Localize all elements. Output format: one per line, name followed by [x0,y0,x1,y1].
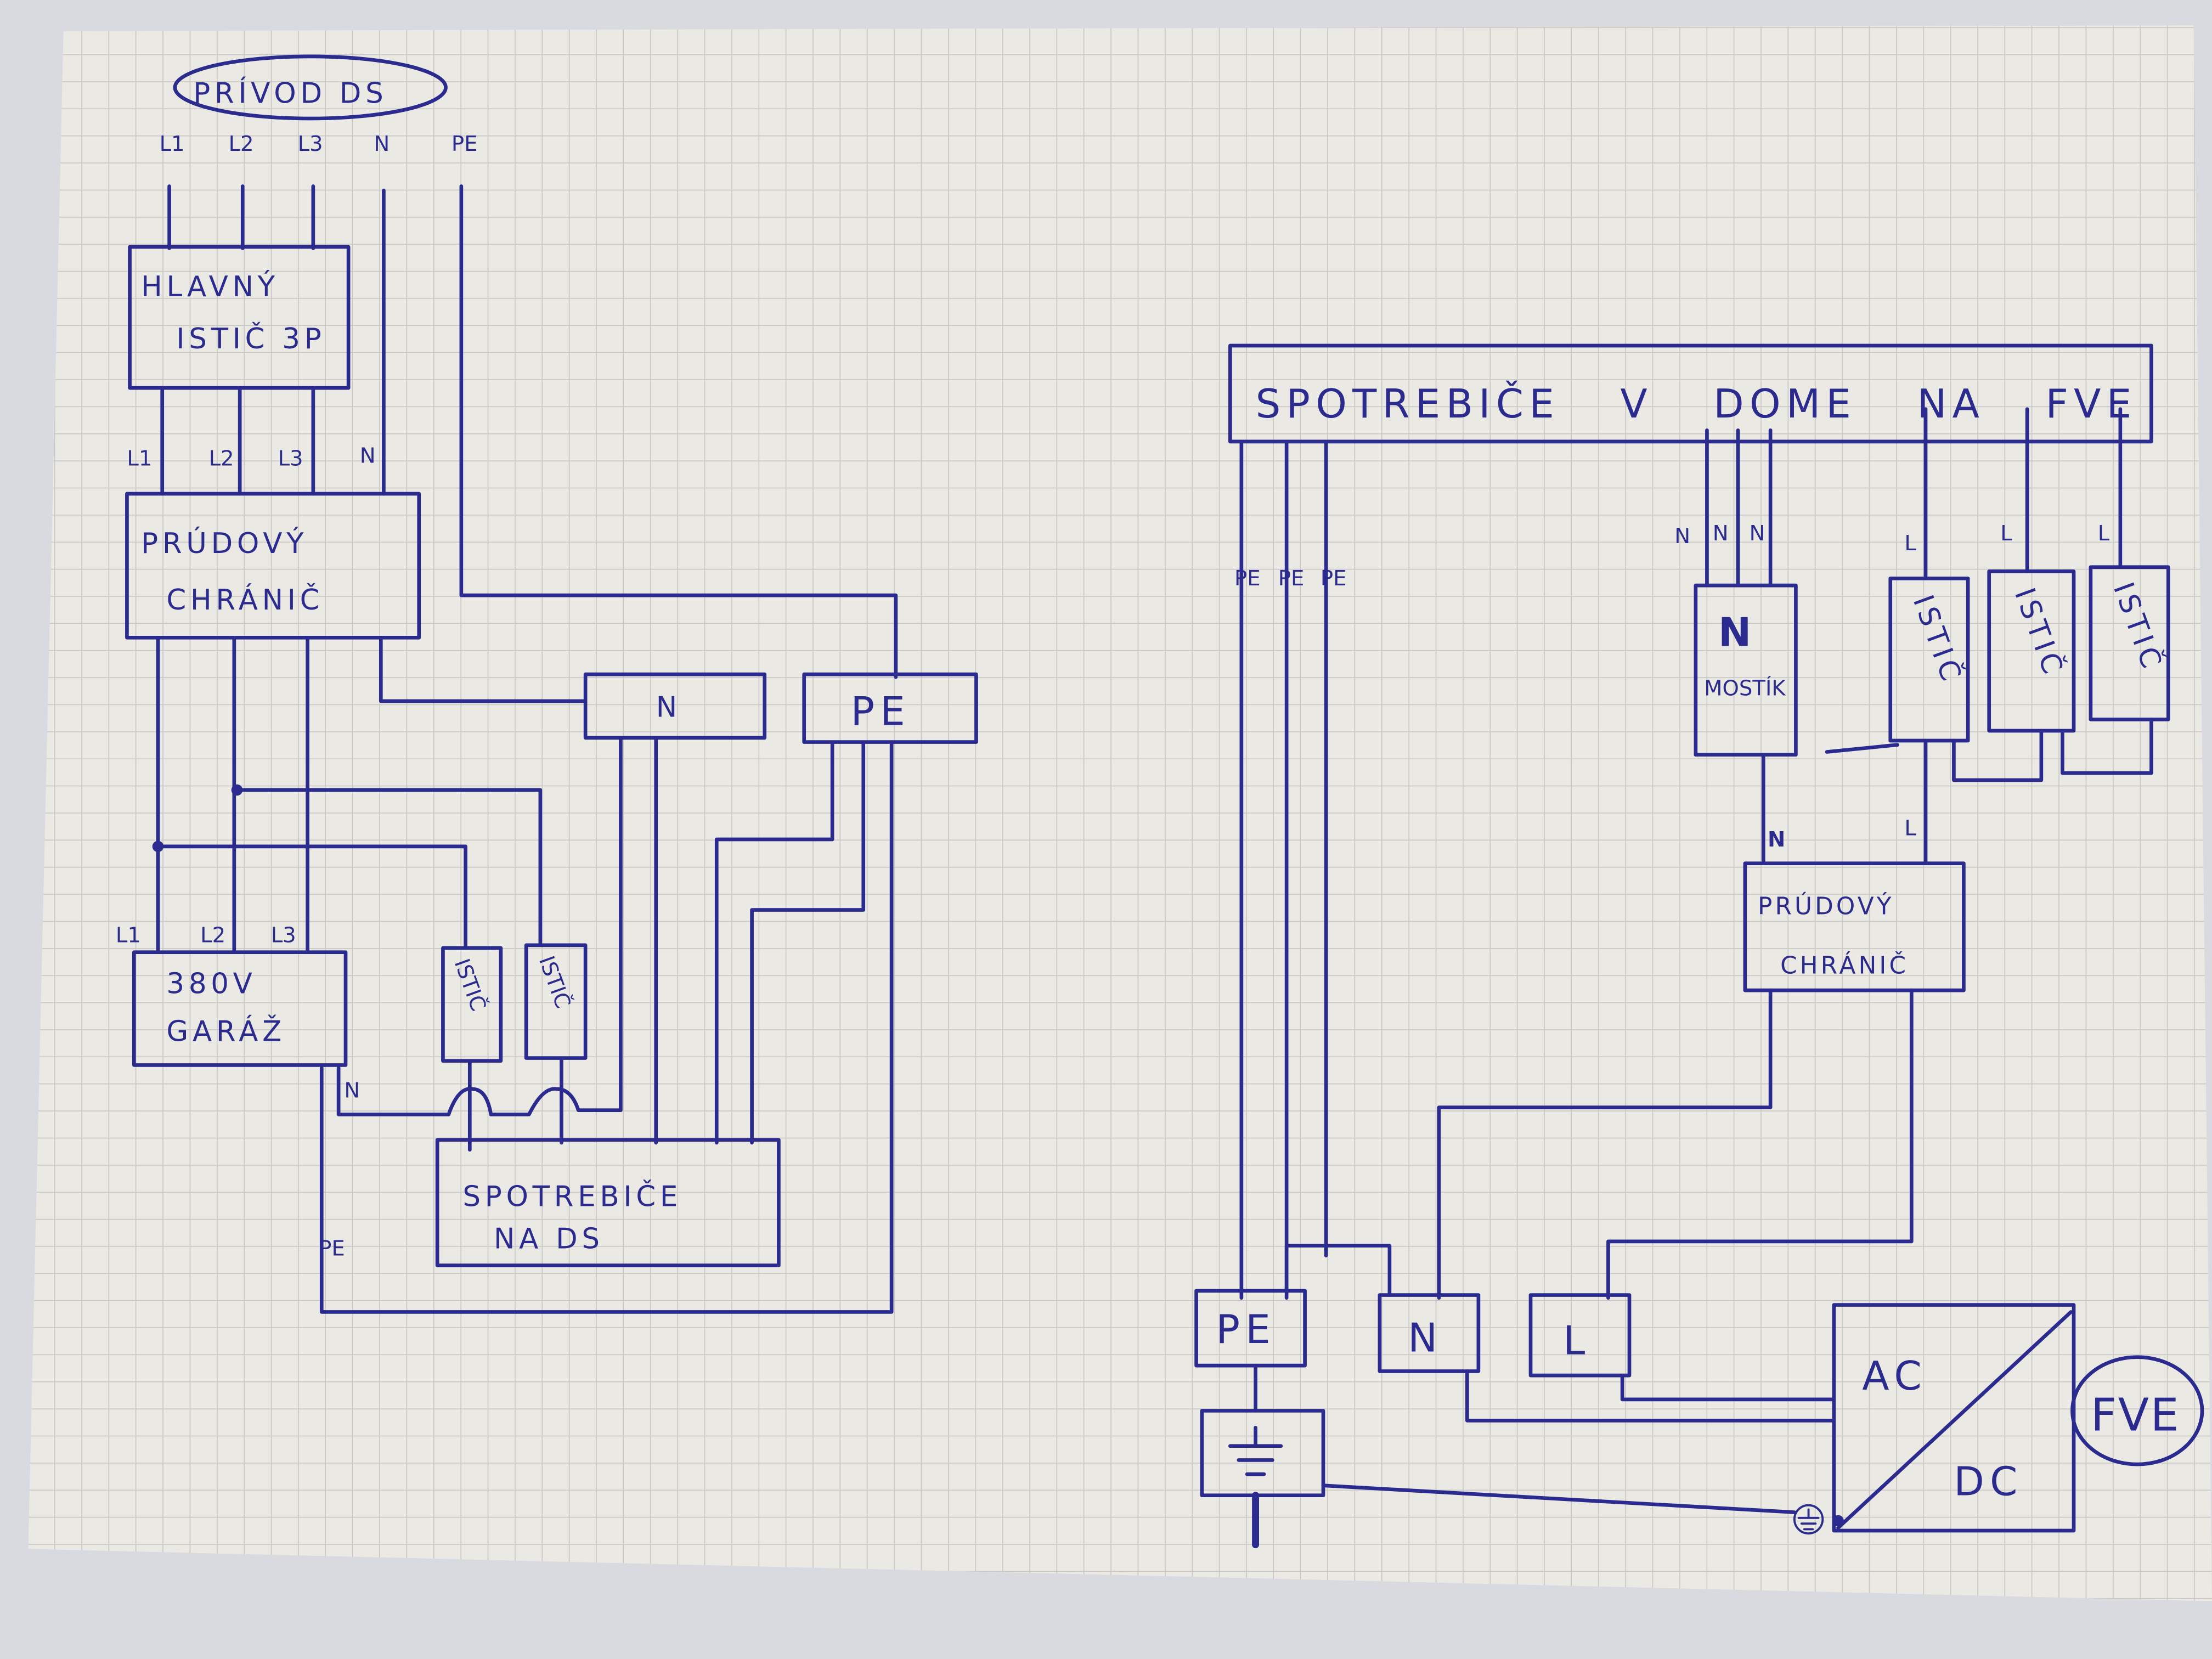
pv-label-bubble [2070,1355,2204,1466]
breaker-box [1987,569,2076,733]
wire-label: L3 [278,447,303,471]
wire-label: L1 [116,923,141,948]
house-loads-label: SPOTREBIČE V DOME NA FVE [1256,381,2137,427]
n-terminal-box [1378,1293,1481,1373]
n-bus-box [583,672,767,740]
ground-icon [1793,1504,1824,1535]
breaker-box [441,946,503,1063]
terminal-label: L2 [229,132,254,156]
wire-label: L1 [127,447,152,471]
terminal-label: N [374,132,390,156]
l-terminal-label: L [1563,1318,1590,1364]
l-label: L [1904,531,1916,556]
pe-wire-label: PE [319,1237,345,1261]
n-bridge-box [1694,583,1798,757]
earth-electrode-box [1200,1409,1325,1498]
ds-loads-label: NA DS [494,1223,604,1256]
n-label: N [1750,521,1765,546]
rcd-box [1743,861,1966,992]
breaker-box [524,943,588,1060]
pe-bus-label: PE [851,689,911,735]
n-bus-label: N [656,691,681,724]
inverter-ac-label: AC [1862,1353,1927,1399]
n-wire-label: N [344,1079,360,1103]
pe-label: PE [1321,566,1347,591]
wire-label: L2 [209,447,234,471]
wire-label: L2 [200,923,225,948]
garage-label: GARÁŽ [166,1015,286,1048]
main-breaker-label: ISTIČ 3P [176,321,325,356]
l-label: L [2098,521,2110,546]
wires [167,184,898,679]
n-terminal-label: N [1408,1314,1443,1361]
ds-loads-box [435,1138,781,1267]
rcd-box [125,492,421,640]
terminal-label: PE [452,132,478,156]
junction-dot [152,840,164,853]
garage-380v-box [132,950,348,1067]
l-terminal-box [1528,1293,1632,1378]
left-diagram-ds-supply: PRÍVOD DS L1 L2 L3 N PE HLAVNÝ ISTIČ 3P … [116,54,978,1314]
pe-terminal-box [1194,1289,1307,1368]
terminal-label: L3 [298,132,323,156]
n-label: N [1713,521,1729,546]
breaker-box [2089,565,2170,721]
ds-loads-label: SPOTREBIČE [462,1180,682,1214]
rcd-label: CHRÁNIČ [166,583,324,617]
rcd-label: CHRÁNIČ [1780,950,1909,979]
breaker-box [1888,576,1970,743]
terminal-label: L1 [160,132,185,156]
l-label: L [2000,521,2012,546]
pv-label: FVE [2091,1389,2180,1441]
wire-label: L3 [271,923,296,948]
rcd-label: PRÚDOVÝ [1758,891,1894,920]
supply-label: PRÍVOD DS [193,77,387,110]
house-loads-box [1228,343,2153,444]
supply-label-bubble [173,54,448,121]
n-wire-label: N [1768,827,1785,852]
pe-terminal-label: PE [1216,1306,1276,1352]
ground-icon [1228,1425,1283,1476]
n-bridge-label: N [1718,610,1757,656]
rcd-label: PRÚDOVÝ [141,527,308,560]
n-label: N [1674,524,1690,549]
main-breaker-label: HLAVNÝ [141,270,279,303]
wire-label: N [360,443,376,468]
l-wire-label: L [1904,816,1916,840]
n-bridge-label: MOSTÍK [1704,675,1786,701]
garage-label: 380V [166,967,256,1000]
inverter-dc-label: DC [1954,1459,2023,1505]
pe-label: PE [1278,566,1305,591]
junction-dot [231,784,243,796]
pe-label: PE [1234,566,1261,591]
